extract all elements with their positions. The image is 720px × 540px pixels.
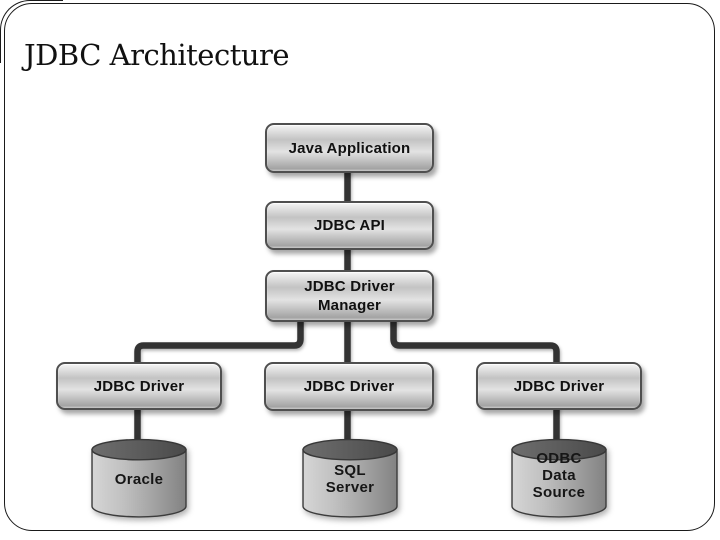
box-jdbc-driver-1: JDBC Driver: [56, 362, 222, 410]
database-sql-server-label: SQL Server: [302, 448, 398, 510]
box-jdbc-driver-manager-label: JDBC Driver Manager: [304, 278, 395, 314]
database-oracle-label: Oracle: [91, 448, 187, 510]
odbc-line-1: ODBC: [536, 449, 582, 467]
odbc-line-3: Source: [532, 483, 586, 501]
sql-server-line-2: Server: [325, 479, 375, 496]
box-jdbc-driver-2-label: JDBC Driver: [303, 378, 395, 395]
odbc-line-2: Data: [542, 466, 576, 484]
box-jdbc-driver-1-label: JDBC Driver: [93, 377, 185, 395]
box-java-application-label: Java Application: [288, 139, 411, 157]
box-java-application: Java Application: [265, 123, 434, 173]
box-jdbc-driver-manager: JDBC Driver Manager: [265, 270, 434, 322]
box-jdbc-driver-3-label: JDBC Driver: [513, 377, 605, 395]
connector-manager-driver1: [134, 316, 304, 365]
odbc-cylinder-icon: [511, 438, 607, 518]
box-jdbc-api: JDBC API: [265, 201, 434, 250]
database-odbc-label: ODBC Data Source: [511, 444, 607, 506]
page-title: JDBC Architecture: [24, 38, 290, 72]
box-jdbc-driver-3: JDBC Driver: [476, 362, 642, 410]
oracle-cylinder-icon: [91, 438, 187, 518]
sql-server-cylinder-icon: [302, 438, 398, 518]
connector-manager-driver3: [390, 316, 560, 365]
box-jdbc-driver-2: JDBC Driver: [264, 362, 434, 411]
box-jdbc-api-label: JDBC API: [313, 217, 386, 234]
sql-server-line-1: SQL: [334, 462, 366, 479]
oracle-line: Oracle: [114, 470, 164, 488]
